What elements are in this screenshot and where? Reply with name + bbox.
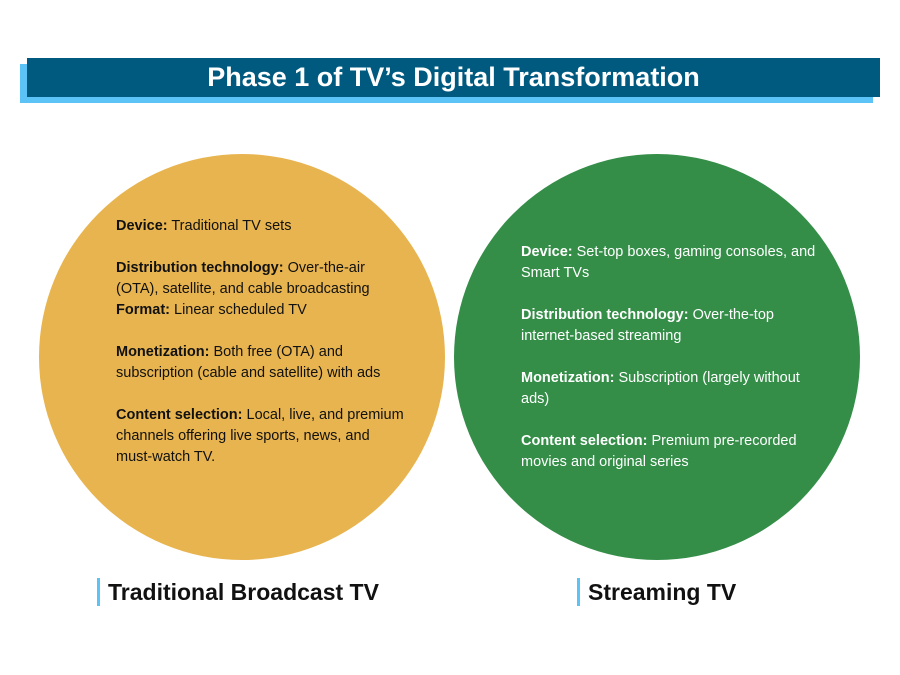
trad-device: Device: Traditional TV sets [116,218,292,234]
trad-monetization: Monetization: Both free (OTA) and subscr… [116,344,381,381]
trad-content: Content selection: Local, live, and prem… [116,407,404,465]
trad-distribution: Distribution technology: Over-the-air (O… [116,260,370,297]
label-accent-bar [577,578,580,606]
streaming-details: Device: Set-top boxes, gaming consoles, … [521,242,821,494]
streaming-circle [454,154,860,560]
label-accent-bar [97,578,100,606]
stream-distribution: Distribution technology: Over-the-top in… [521,307,774,344]
stream-device: Device: Set-top boxes, gaming consoles, … [521,244,816,281]
traditional-label: Traditional Broadcast TV [97,578,379,606]
streaming-label: Streaming TV [577,578,736,606]
stream-content: Content selection: Premium pre-recorded … [521,433,797,470]
traditional-details: Device: Traditional TV sets Distribution… [116,216,406,489]
trad-format: Format: Linear scheduled TV [116,302,307,318]
traditional-circle [39,154,445,560]
stream-monetization: Monetization: Subscription (largely with… [521,370,800,407]
page-title: Phase 1 of TV’s Digital Transformation [27,58,880,97]
